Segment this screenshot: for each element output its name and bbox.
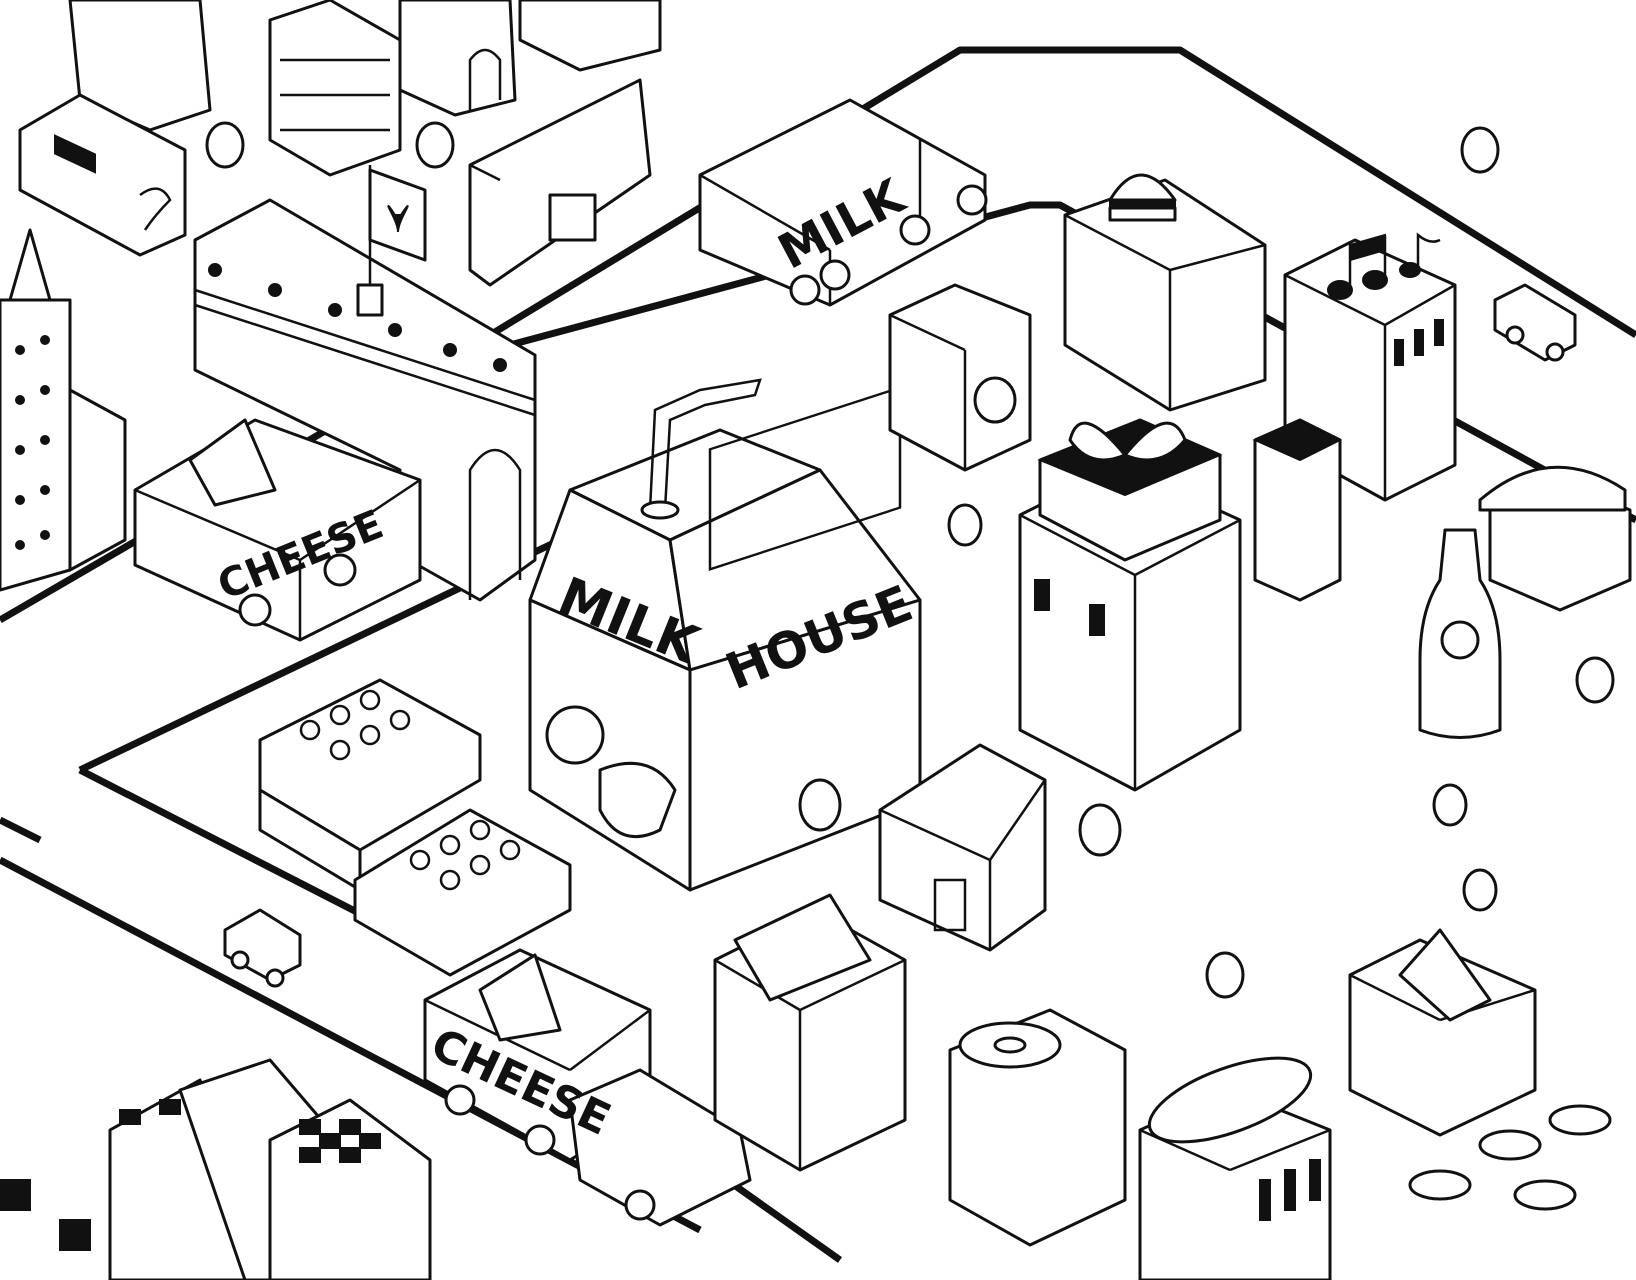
bottle	[1418, 528, 1502, 739]
cheese-wedge-icon	[188, 418, 277, 507]
left-skyscraper	[0, 228, 127, 592]
fries-building	[713, 893, 907, 1172]
burger-icon	[1108, 173, 1177, 222]
kiosk-right	[1478, 465, 1632, 612]
small-car-right	[1493, 283, 1577, 362]
top-left-buildings	[68, 0, 662, 287]
cheese-truck-bottom: CHEESE	[423, 948, 752, 1227]
heart-flag-icon	[368, 168, 427, 262]
burger-building	[1063, 173, 1267, 412]
cheese-truck-top: CHEESE	[133, 418, 422, 642]
heart-arch-building	[193, 165, 537, 602]
egg-characters	[205, 121, 1615, 999]
small-car-left	[223, 908, 302, 988]
milk-crates	[258, 678, 572, 977]
milk-truck: MILK	[698, 98, 988, 307]
center-shop	[878, 743, 1047, 952]
van-top-left	[18, 93, 187, 257]
gift-bow-icon	[1068, 421, 1187, 462]
hotdog-building	[1138, 1056, 1332, 1280]
cheese-wedge-icon	[478, 953, 562, 1042]
small-shop-mid	[888, 283, 1032, 472]
umbrella-tables	[1408, 1104, 1612, 1211]
narrow-building	[1252, 418, 1343, 602]
cheese-wedge-icon	[1398, 928, 1492, 1022]
milk-house: MILK HOUSE	[528, 378, 922, 892]
checker-buildings	[0, 1058, 432, 1280]
cheese-house-right	[1348, 928, 1537, 1137]
donut-building	[948, 1008, 1127, 1247]
music-notes-icon	[1327, 232, 1441, 300]
gift-building	[1018, 418, 1242, 792]
hotdog-icon	[1147, 1056, 1313, 1144]
